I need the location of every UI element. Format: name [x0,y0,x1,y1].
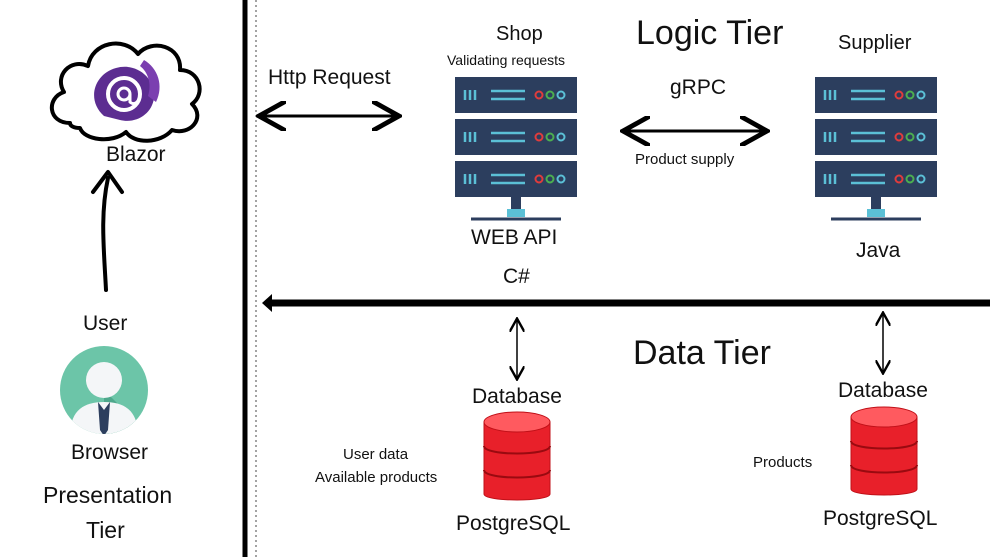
data-tier-title: Data Tier [633,334,771,372]
server-icon [455,77,577,221]
supplier-database [849,405,919,501]
shop-db-note-2: Available products [315,469,438,486]
shop-subtitle: Validating requests [447,52,566,68]
supplier-language-label: Java [856,239,901,262]
database-icon [483,411,551,501]
supplier-db-note-1: Products [753,454,813,471]
shop-db-title: Database [472,385,562,408]
server-icon [815,77,937,221]
logic-tier-title: Logic Tier [636,14,784,52]
shop-title: Shop [496,23,543,45]
blazor-icon [94,60,160,121]
http-request-label: Http Request [268,66,391,89]
supplier-db-engine: PostgreSQL [823,507,938,530]
supplier-title: Supplier [838,32,912,54]
presentation-tier-label-line2: Tier [86,517,125,543]
shop-webapi-label: WEB API [471,226,558,249]
blazor-label: Blazor [106,143,166,166]
browser-label: Browser [71,441,149,464]
supplier-db-title: Database [838,379,928,402]
shop-language-label: C# [503,265,530,288]
user-icon [60,346,148,434]
grpc-label: gRPC [670,76,727,99]
data-tier-divider-head [262,294,272,312]
user-avatar [58,344,150,436]
blazor-cloud [40,28,210,153]
user-label: User [83,312,128,335]
user-to-blazor-arrowhead [91,170,124,194]
user-to-blazor-arrow [101,176,110,292]
shop-db-note-1: User data [343,446,409,463]
database-icon [850,406,918,496]
shop-server [455,77,577,221]
presentation-tier-label-line1: Presentation [43,482,173,508]
shop-database [482,410,552,506]
supplier-server [815,77,937,221]
grpc-sublabel: Product supply [635,151,735,168]
shop-db-engine: PostgreSQL [456,512,571,535]
